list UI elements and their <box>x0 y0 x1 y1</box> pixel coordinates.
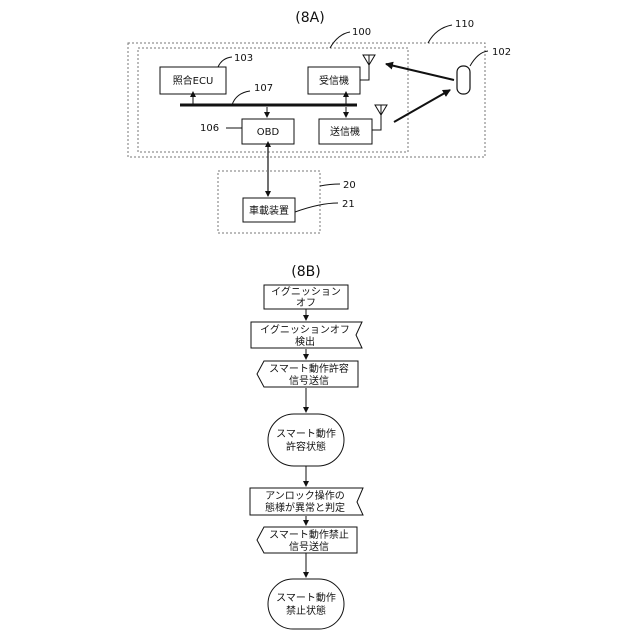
transmitter-to-key-arrow <box>394 90 450 122</box>
figure-8b-title: (8B) <box>291 264 320 280</box>
flow-step-5-line1: アンロック操作の <box>265 489 345 502</box>
flow-step-2-line1: イグニッションオフ <box>260 323 350 336</box>
key-to-receiver-arrow <box>386 64 454 80</box>
ref-21-leader <box>295 203 338 212</box>
transmitter-label: 送信機 <box>330 125 360 138</box>
ref-100-leader <box>330 32 350 48</box>
flow-state-smart-permit <box>268 414 344 466</box>
flow-step-2-line2: 検出 <box>295 335 315 348</box>
flow-step-3-line1: スマート動作許容 <box>269 362 349 375</box>
ref-110-leader <box>428 25 452 43</box>
collation-ecu-label: 照合ECU <box>173 74 214 87</box>
ref-103-leader <box>218 57 232 67</box>
flow-step-3-line2: 信号送信 <box>289 374 329 387</box>
flow-step-7-line1: スマート動作 <box>276 591 336 604</box>
ref-103: 103 <box>234 53 253 64</box>
ref-20-leader <box>320 184 340 186</box>
flow-step-7-line2: 禁止状態 <box>286 604 326 617</box>
ref-21: 21 <box>342 199 355 210</box>
obd-label: OBD <box>257 127 280 138</box>
receiver-label: 受信機 <box>319 74 349 87</box>
figure-8a-title: (8A) <box>295 10 324 26</box>
flow-step-4-line1: スマート動作 <box>276 427 336 440</box>
ref-102: 102 <box>492 47 511 58</box>
flow-step-4-line2: 許容状態 <box>286 440 326 453</box>
receiver-antenna-icon <box>360 55 375 80</box>
ref-20: 20 <box>343 180 356 191</box>
ref-100: 100 <box>352 27 371 38</box>
flow-step-6-line2: 信号送信 <box>289 540 329 553</box>
flow-state-smart-prohibit <box>268 579 344 629</box>
flow-step-1-line2: オフ <box>296 297 316 309</box>
portable-key-icon <box>457 66 470 94</box>
ref-107-leader <box>232 91 250 105</box>
ref-107: 107 <box>254 83 273 94</box>
transmitter-antenna-icon <box>372 105 387 130</box>
ref-106: 106 <box>200 123 219 134</box>
flow-step-5-line2: 態様が異常と判定 <box>265 501 345 514</box>
flow-step-1-line1: イグニッション <box>271 285 341 298</box>
flow-step-6-line1: スマート動作禁止 <box>269 528 349 541</box>
ref-110: 110 <box>455 19 474 30</box>
onboard-device-label: 車載装置 <box>249 204 289 217</box>
